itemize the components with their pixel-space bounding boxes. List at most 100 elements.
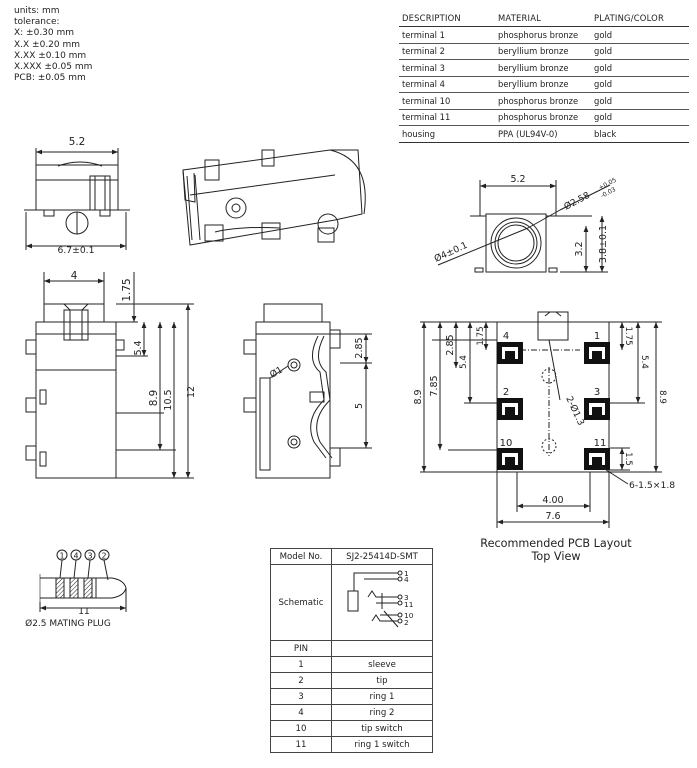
table-row: Model No. SJ2-25414D-SMT [270,548,433,565]
pin-number: 3 [270,688,332,705]
sch-pin-4: 4 [404,575,409,584]
plug-label-4: 4 [73,552,78,561]
dim-pcb-400: 4.00 [542,495,563,506]
dim-pcb-phi13: 2-Ø1.3 [563,395,586,428]
cell: PPA (UL94V-0) [495,125,591,143]
header-plating: PLATING/COLOR [591,10,689,27]
pad-label-10: 10 [500,438,513,449]
dim-pcb-15: 1.5 [623,452,633,466]
dim-pcb-175-left: 1.75 [476,326,486,345]
dim-pcb-89-right: 8.9 [657,390,667,404]
cell: beryllium bronze [495,76,591,93]
cell: terminal 3 [399,59,495,77]
plug-caption: Ø2.5 MATING PLUG [25,618,111,629]
iso-view [182,149,366,246]
dim-pcb-285: 2.85 [445,334,456,355]
plug-label-3: 3 [87,552,92,561]
pin-number: 11 [270,736,332,753]
right-front-view [437,180,611,273]
pin-number: 4 [270,704,332,721]
plug-length: 11 [78,607,89,617]
pin-function: sleeve [331,656,433,673]
pad-label-2: 2 [503,387,509,398]
schematic-diagram: 1 4 3 11 10 2 [347,569,414,628]
dim-top-54: 5.4 [133,340,144,355]
dim-pcb-54-right: 5.4 [639,355,649,369]
sch-pin-10: 10 [404,611,414,620]
tolerance-notes: units: mm tolerance: X: ±0.30 mm X.X ±0.… [14,6,92,84]
tolerance-line: tolerance: [14,17,60,28]
cell: gold [591,43,689,60]
dim-top-4: 4 [71,270,78,282]
dim-pcb-76: 7.6 [545,511,560,522]
cell: black [591,125,689,143]
cell: gold [591,109,689,126]
dim-pcb-54-left: 5.4 [459,355,469,369]
cell: gold [591,76,689,93]
front-view [24,148,130,250]
dim-front-width: 5.2 [69,136,86,148]
tolerance-line: X.X ±0.20 mm [14,39,81,50]
pin-number: 2 [270,672,332,689]
cell: terminal 4 [399,76,495,93]
sch-pin-1: 1 [404,569,409,578]
tolerance-line: X: ±0.30 mm [14,28,75,39]
plug-label-2: 2 [101,552,106,561]
cell: terminal 10 [399,92,495,110]
dim-top-12: 12 [186,386,197,398]
pin-function: ring 2 [331,704,433,721]
pin-number: 1 [270,656,332,673]
schematic-label: Schematic [270,564,332,641]
model-value: SJ2-25414D-SMT [331,548,433,565]
dim-right-38: 3.8±0.1 [598,225,609,263]
pcb-layout [420,311,662,528]
pcb-caption-line1: Recommended PCB Layout [480,537,632,550]
dim-front-base: 6.7±0.1 [58,245,95,256]
mating-plug [39,549,127,612]
tolerance-line: X.XXX ±0.05 mm [14,62,93,73]
cell: terminal 2 [399,43,495,60]
pcb-caption: Recommended PCB Layout Top View [468,537,644,563]
tolerance-line: PCB: ±0.05 mm [14,73,86,84]
tolerance-line: X.XX ±0.10 mm [14,50,87,61]
cell: beryllium bronze [495,59,591,77]
sch-pin-3: 3 [404,593,409,602]
dim-pcb-785: 7.85 [429,375,440,396]
top-view [25,272,194,479]
cell: terminal 1 [399,26,495,44]
dim-side-5: 5 [354,403,365,409]
units-line: units: mm [14,6,60,16]
sch-pin-2: 2 [404,618,409,627]
pin-function: tip switch [331,720,433,737]
materials-table: DESCRIPTION MATERIAL PLATING/COLOR termi… [399,10,689,143]
dim-pcb-89-left: 8.9 [413,389,424,404]
dim-right-52: 5.2 [510,174,525,185]
cell: phosphorus bronze [495,109,591,126]
header-material: MATERIAL [495,10,591,27]
header-description: DESCRIPTION [399,10,495,27]
dim-top-175: 1.75 [121,278,133,301]
materials-header: DESCRIPTION MATERIAL PLATING/COLOR [399,10,689,27]
pin-number: 10 [270,720,332,737]
pad-label-11: 11 [594,438,607,449]
dim-right-32: 3.2 [574,241,585,256]
pin-header: PIN [270,640,332,657]
dim-right-phi258: Ø2.58 [562,190,592,213]
model-label: Model No. [270,548,332,565]
cell: phosphorus bronze [495,26,591,44]
pad-label-3: 3 [594,387,600,398]
cell: gold [591,59,689,77]
pin-function: ring 1 [331,688,433,705]
table-row: PIN [270,640,433,657]
cell: terminal 11 [399,109,495,126]
dim-top-105: 10.5 [163,389,174,410]
